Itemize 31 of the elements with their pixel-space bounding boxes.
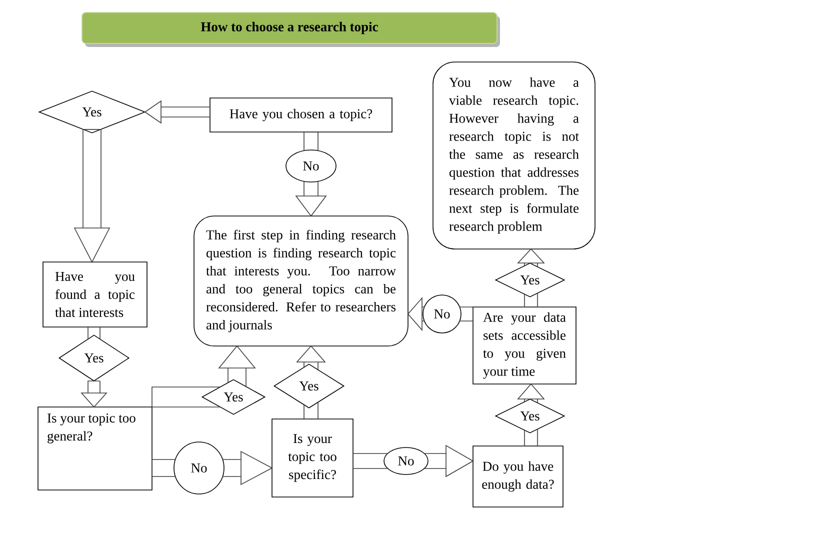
note-box: The first step in finding research question is finding research topic that interests you. Too narrow and too general topics can be reconsidered. Refer to researchers and journals: [194, 216, 408, 346]
question-box: Have you found a topic that interests: [42, 262, 148, 328]
block-arrow: [218, 346, 256, 387]
note-box: You now have a viable research topic. However having a research topic is not the same as research question that addresses research problem. The next step is formulate research problem: [432, 62, 596, 250]
title-banner: How to choose a research topic: [82, 12, 500, 47]
block-arrow: [74, 129, 110, 262]
block-arrow: [296, 180, 327, 216]
block-arrow: [222, 451, 272, 486]
block-arrow: [408, 298, 425, 332]
arrow-stem: [304, 402, 318, 420]
arrow-stem: [459, 306, 474, 322]
arrow-stem: [304, 132, 318, 152]
answer-oval: No: [384, 447, 428, 475]
question-box: Are your data sets accessible to you given your time: [472, 306, 576, 384]
block-arrow: [144, 100, 210, 124]
block-arrow: [518, 384, 545, 404]
question-box: Have you chosen a topic?: [210, 98, 392, 132]
answer-oval: No: [286, 150, 336, 182]
question-box: Is your topic too general?: [38, 406, 152, 490]
block-arrow: [81, 380, 108, 408]
arrow-stem: [352, 453, 388, 469]
arrow-stem: [152, 386, 220, 408]
block-arrow: [296, 346, 326, 370]
question-box: Do you have enough data?: [472, 446, 564, 508]
question-box: Is your topic too specific?: [272, 418, 354, 498]
block-arrow: [424, 445, 474, 478]
arrow-stem: [524, 428, 538, 446]
arrow-stem: [152, 459, 176, 477]
block-arrow: [518, 248, 545, 268]
arrow-stem: [524, 292, 538, 308]
arrow-stem: [88, 326, 100, 340]
